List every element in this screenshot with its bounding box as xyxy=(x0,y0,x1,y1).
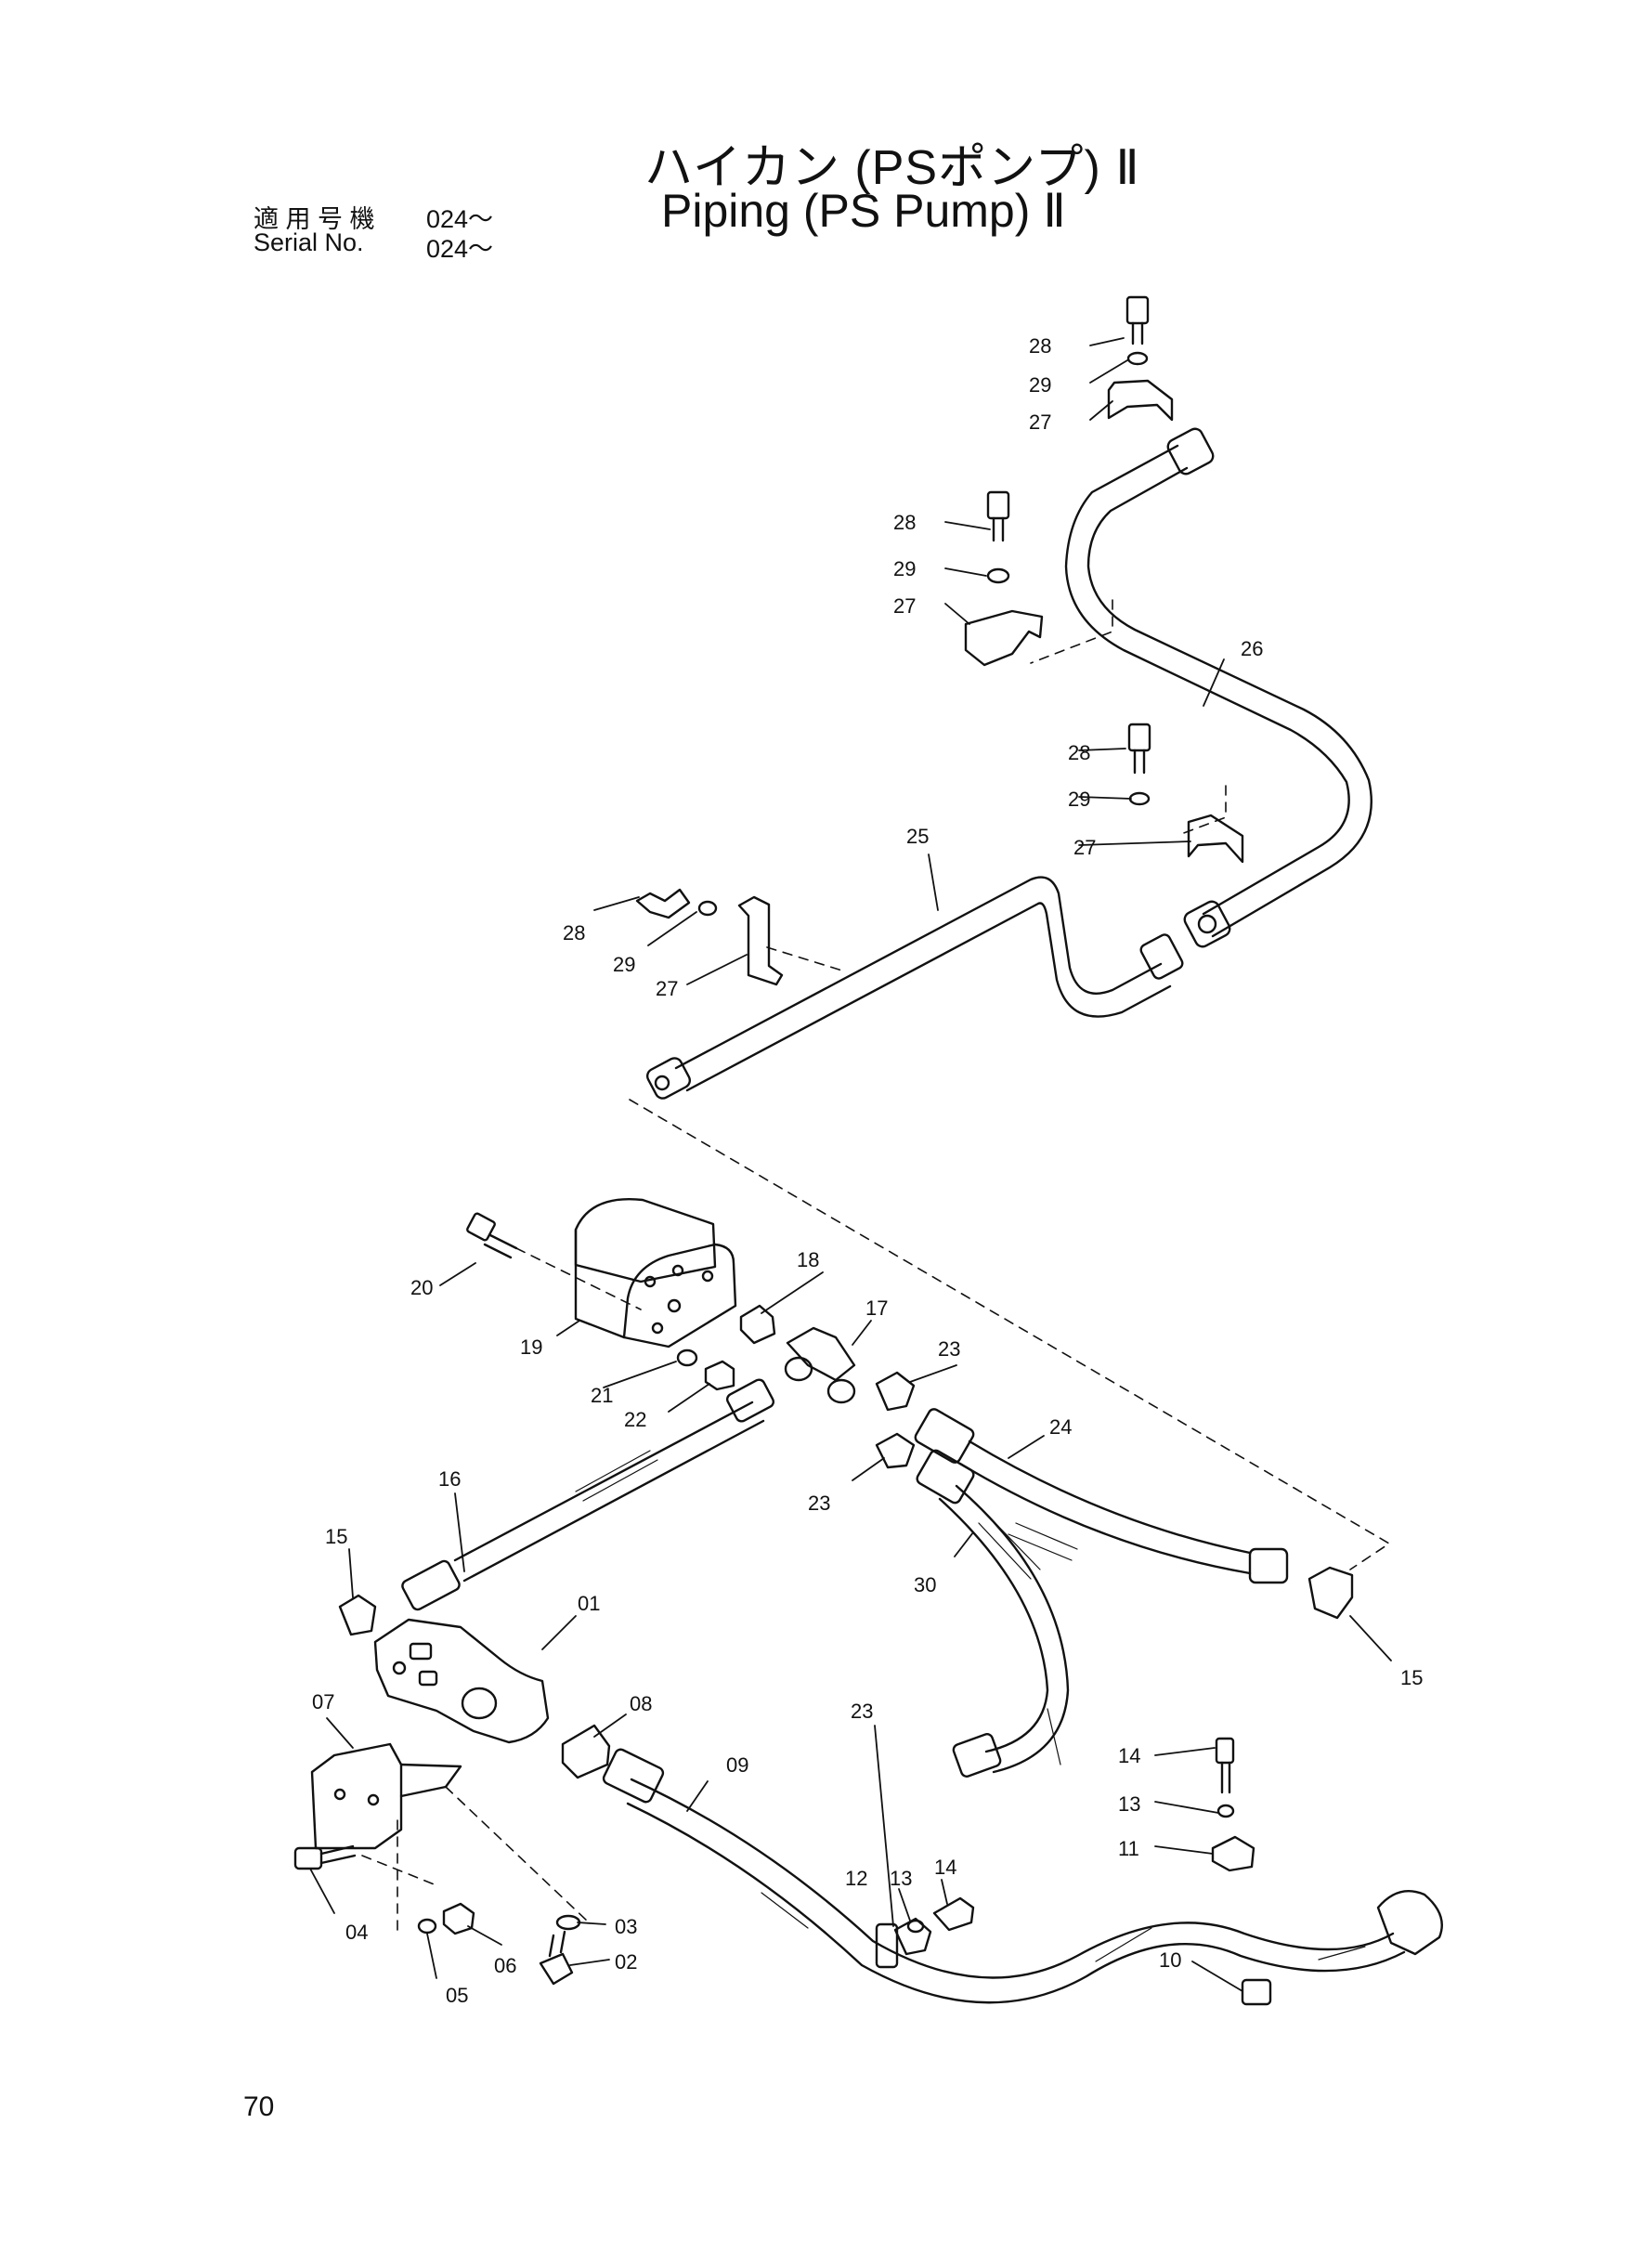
callout-06: 06 xyxy=(494,1954,516,1977)
callout-07: 07 xyxy=(312,1690,334,1713)
page-number: 70 xyxy=(243,2091,275,2122)
clamp-group-left xyxy=(635,888,784,986)
callout-21: 21 xyxy=(591,1384,613,1407)
title-english: Piping (PS Pump) Ⅱ xyxy=(661,185,1066,237)
pipe-26 xyxy=(1064,427,1372,948)
bolt-02 xyxy=(539,1930,574,1986)
callout-28d: 28 xyxy=(563,921,585,945)
hose-16 xyxy=(338,1378,775,1636)
callout-02: 02 xyxy=(615,1950,637,1974)
hose-24 xyxy=(914,1408,1354,1620)
callout-01: 01 xyxy=(578,1592,600,1615)
hose-09 xyxy=(602,1748,1443,2006)
fitting-08 xyxy=(561,1724,611,1779)
callout-28b: 28 xyxy=(893,511,916,534)
hose-30 xyxy=(916,1449,1070,1778)
callout-05: 05 xyxy=(446,1984,468,2007)
serial-en-value: 024～ xyxy=(426,235,494,263)
callout-27a: 27 xyxy=(1029,410,1051,434)
clamp-group-top xyxy=(1107,295,1174,422)
nut-06 xyxy=(442,1902,475,1935)
washer-05 xyxy=(417,1918,437,1935)
clamp-group-mid-right xyxy=(1127,723,1244,864)
callout-15b: 15 xyxy=(1400,1666,1423,1689)
callout-03: 03 xyxy=(615,1915,637,1938)
clamp-11 xyxy=(1211,1737,1255,1872)
bolt-04 xyxy=(293,1844,357,1870)
washer-03 xyxy=(555,1914,581,1931)
callout-24: 24 xyxy=(1049,1415,1072,1439)
callout-13b: 13 xyxy=(890,1867,912,1890)
ps-pump-19 xyxy=(574,1198,737,1348)
adapter-01 xyxy=(373,1618,550,1744)
bracket-07 xyxy=(310,1742,462,1850)
callout-23a: 23 xyxy=(938,1337,960,1361)
callout-23b: 23 xyxy=(808,1492,830,1515)
callout-20: 20 xyxy=(410,1276,433,1299)
clamp-12 xyxy=(875,1896,975,1969)
callout-08: 08 xyxy=(630,1692,652,1715)
callout-09: 09 xyxy=(726,1753,748,1777)
clamp-group-mid-left xyxy=(964,490,1044,667)
washer-21 xyxy=(676,1348,698,1367)
callout-15a: 15 xyxy=(325,1525,347,1548)
callout-23c: 23 xyxy=(851,1700,873,1723)
callout-27c: 27 xyxy=(1073,836,1096,859)
callout-27d: 27 xyxy=(656,977,678,1000)
callout-14a: 14 xyxy=(1118,1744,1140,1767)
serial-jp: 適 用 号 機 024～ xyxy=(254,199,493,235)
fittings-18-17-23 xyxy=(739,1304,932,1956)
callout-30: 30 xyxy=(914,1573,936,1596)
callout-12: 12 xyxy=(845,1867,867,1890)
callout-11: 11 xyxy=(1118,1837,1139,1860)
callout-26: 26 xyxy=(1241,637,1263,660)
serial-jp-label: 適 用 号 機 xyxy=(254,205,375,233)
callout-16: 16 xyxy=(438,1467,461,1491)
serial-jp-value: 024～ xyxy=(426,205,494,233)
callouts: 28 29 27 28 29 27 26 28 29 27 25 28 29 2… xyxy=(312,334,1423,2007)
callout-28a: 28 xyxy=(1029,334,1051,358)
callout-29a: 29 xyxy=(1029,373,1051,397)
callout-29b: 29 xyxy=(893,557,916,580)
callout-29c: 29 xyxy=(1068,788,1090,811)
serial-en-label: Serial No. xyxy=(254,228,364,256)
callout-22: 22 xyxy=(624,1408,646,1431)
callout-27b: 27 xyxy=(893,594,916,618)
title-japanese: ハイカン (PSポンプ) Ⅱ xyxy=(644,141,1140,195)
pipe-25 xyxy=(645,876,1184,1100)
callout-19: 19 xyxy=(520,1335,542,1359)
callout-29d: 29 xyxy=(613,953,635,976)
callout-25: 25 xyxy=(906,825,929,848)
nut-22 xyxy=(704,1360,735,1391)
callout-28c: 28 xyxy=(1068,741,1090,764)
callout-18: 18 xyxy=(797,1248,819,1271)
callout-13a: 13 xyxy=(1118,1792,1140,1816)
callout-14b: 14 xyxy=(934,1856,956,1879)
callout-04: 04 xyxy=(345,1921,368,1944)
bolt-20 xyxy=(466,1212,518,1259)
serial-en: Serial No. 024～ xyxy=(254,228,493,263)
callout-10: 10 xyxy=(1159,1948,1181,1972)
callout-17: 17 xyxy=(865,1296,888,1320)
